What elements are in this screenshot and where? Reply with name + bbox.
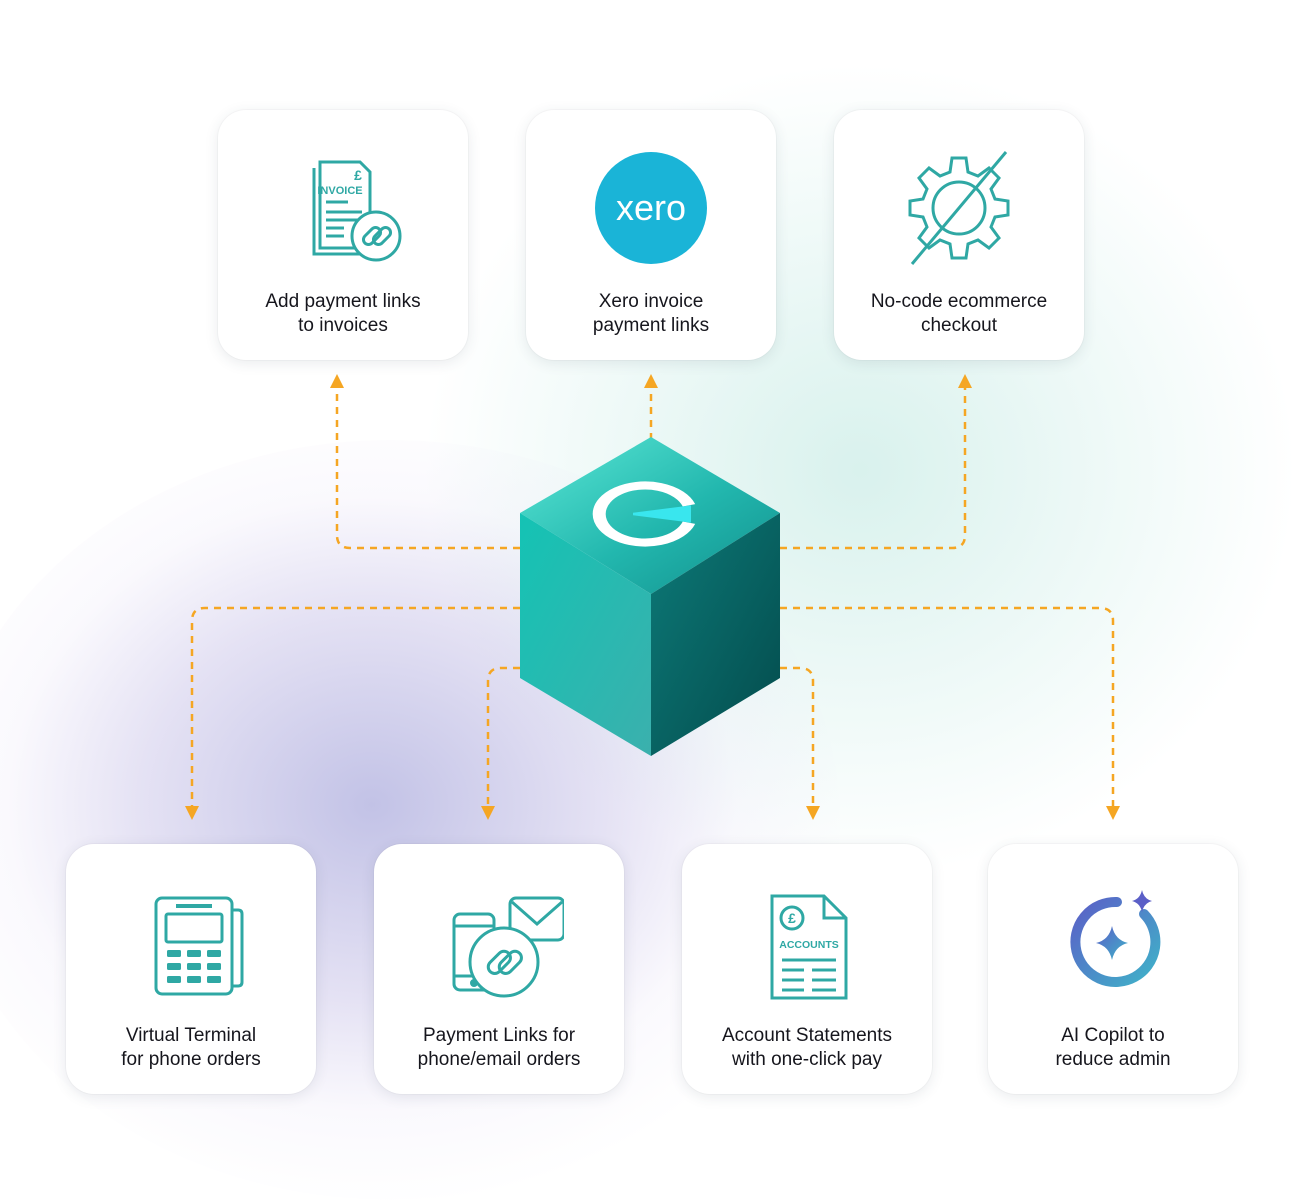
- svg-text:xero: xero: [616, 187, 686, 228]
- connector-to-ai-copilot: [780, 606, 1115, 808]
- arrowhead-down-statements: [806, 806, 820, 820]
- card-no-code-checkout[interactable]: No-code ecommerce checkout: [834, 110, 1084, 360]
- card-terminal-icon: [126, 878, 256, 1008]
- card-ai-copilot[interactable]: AI Copilot to reduce admin: [988, 844, 1238, 1094]
- connector-to-terminal: [190, 606, 520, 808]
- svg-text:£: £: [788, 910, 796, 926]
- ai-copilot-sparkle-icon: [1048, 878, 1178, 1008]
- card-label: AI Copilot to reduce admin: [1055, 1025, 1171, 1070]
- accounts-statement-icon: £ ACCOUNTS: [742, 878, 872, 1008]
- card-label: Virtual Terminal for phone orders: [121, 1025, 261, 1070]
- connector-to-payment-links: [486, 666, 520, 808]
- card-label: No-code ecommerce checkout: [870, 291, 1048, 336]
- invoice-link-icon: £ INVOICE: [278, 144, 408, 274]
- phone-email-link-icon: [434, 878, 564, 1008]
- arrowhead-up-xero: [644, 374, 658, 388]
- arrowhead-down-payment-links: [481, 806, 495, 820]
- no-code-gear-icon: [894, 144, 1024, 274]
- card-label: Add payment links to invoices: [265, 291, 421, 336]
- card-label: Account Statements with one-click pay: [721, 1025, 893, 1070]
- card-xero-payment-links[interactable]: xero Xero invoice payment links: [526, 110, 776, 360]
- platform-cube-logo-icon: [592, 481, 696, 547]
- arrowhead-down-terminal: [185, 806, 199, 820]
- arrowhead-down-ai-copilot: [1106, 806, 1120, 820]
- card-payment-links-invoices[interactable]: £ INVOICE Add payment links to invoices: [218, 110, 468, 360]
- svg-text:ACCOUNTS: ACCOUNTS: [779, 939, 839, 951]
- card-label: Xero invoice payment links: [592, 291, 710, 336]
- card-payment-links-phone-email[interactable]: Payment Links for phone/email orders: [374, 844, 624, 1094]
- svg-text:INVOICE: INVOICE: [317, 185, 362, 197]
- connector-to-ecommerce: [780, 386, 967, 550]
- card-label: Payment Links for phone/email orders: [417, 1025, 581, 1070]
- connector-to-invoices: [335, 386, 520, 550]
- card-virtual-terminal[interactable]: Virtual Terminal for phone orders: [66, 844, 316, 1094]
- xero-logo-icon: xero: [586, 144, 716, 274]
- arrowhead-up-ecommerce: [958, 374, 972, 388]
- svg-text:£: £: [354, 167, 362, 183]
- cube-right-face: [651, 513, 780, 756]
- arrowhead-up-invoices: [330, 374, 344, 388]
- cube-left-face: [520, 513, 651, 756]
- connector-to-statements: [780, 666, 815, 808]
- card-account-statements[interactable]: £ ACCOUNTS Account Statements with one-c…: [682, 844, 932, 1094]
